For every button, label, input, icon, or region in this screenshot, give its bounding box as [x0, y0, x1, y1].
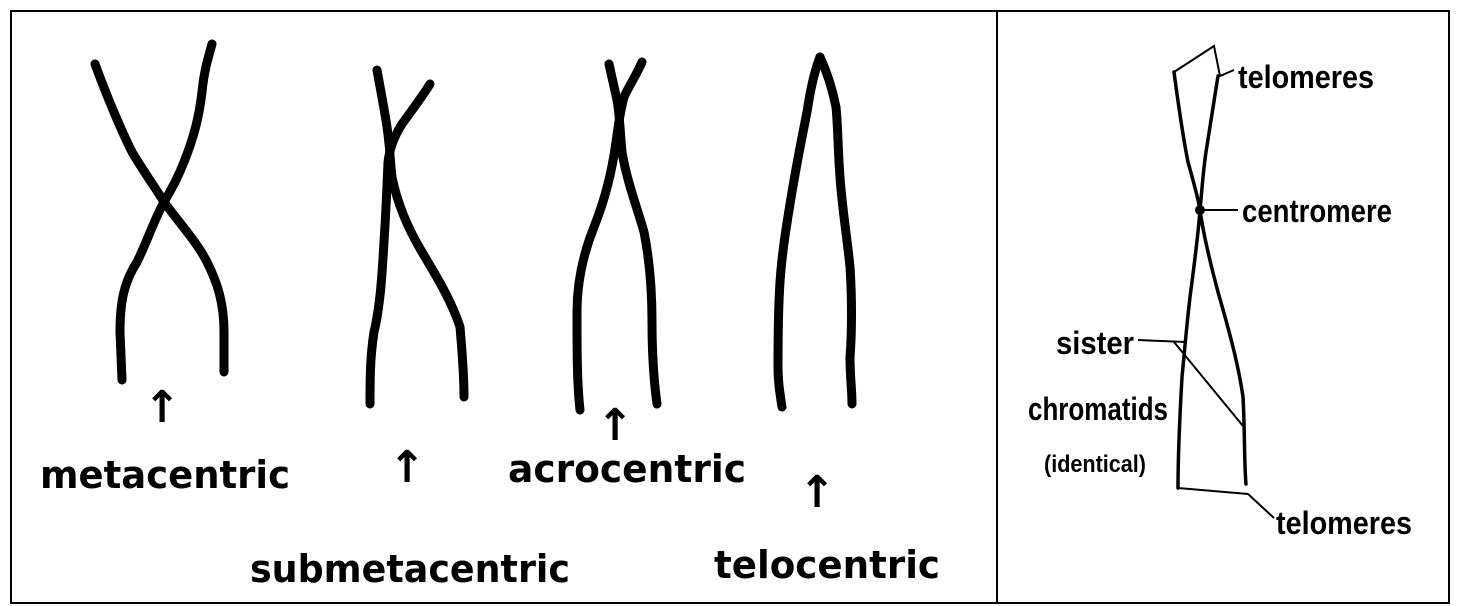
arrow-telocentric: ↑ [799, 467, 836, 518]
telocentric-chromatid-1 [820, 57, 852, 404]
label-chromatids: chromatids [1028, 391, 1168, 427]
structure-chromosome [1138, 46, 1274, 518]
arrow-metacentric: ↑ [144, 382, 181, 433]
submetacentric-chromatid-1 [377, 70, 464, 397]
acrocentric-chromatid-2 [577, 62, 642, 410]
telocentric-chromatid-2 [778, 57, 820, 407]
label-submetacentric: submetacentric [250, 547, 570, 591]
telomere-top-bracket [1174, 46, 1234, 76]
label-acrocentric: acrocentric [508, 447, 746, 491]
label-metacentric: metacentric [40, 453, 290, 497]
chromosome-types-panel: ↑ ↑ ↑ ↑ metacentric submetacentric acroc… [10, 10, 998, 604]
label-telocentric: telocentric [714, 543, 940, 587]
telomere-bottom-bracket [1178, 488, 1274, 518]
sister-pointer-2 [1174, 342, 1243, 426]
chromosome-structure-diagram: telomeres centromere sister chromatids (… [998, 12, 1452, 606]
label-telomeres-bottom: telomeres [1276, 505, 1412, 541]
submetacentric-chromosome [370, 70, 464, 404]
label-identical: (identical) [1044, 451, 1146, 478]
telocentric-chromosome [778, 57, 852, 407]
chromosome-structure-panel: telomeres centromere sister chromatids (… [996, 10, 1450, 604]
acrocentric-chromosome [577, 62, 657, 410]
arrow-acrocentric: ↑ [597, 400, 634, 451]
label-centromere: centromere [1242, 193, 1392, 229]
sister-pointer-1 [1138, 340, 1186, 342]
arrow-submetacentric: ↑ [389, 442, 426, 493]
metacentric-chromosome [95, 44, 224, 380]
label-sister: sister [1056, 325, 1134, 361]
label-telomeres-top: telomeres [1238, 59, 1374, 95]
chromosome-types-diagram: ↑ ↑ ↑ ↑ metacentric submetacentric acroc… [12, 12, 1000, 606]
